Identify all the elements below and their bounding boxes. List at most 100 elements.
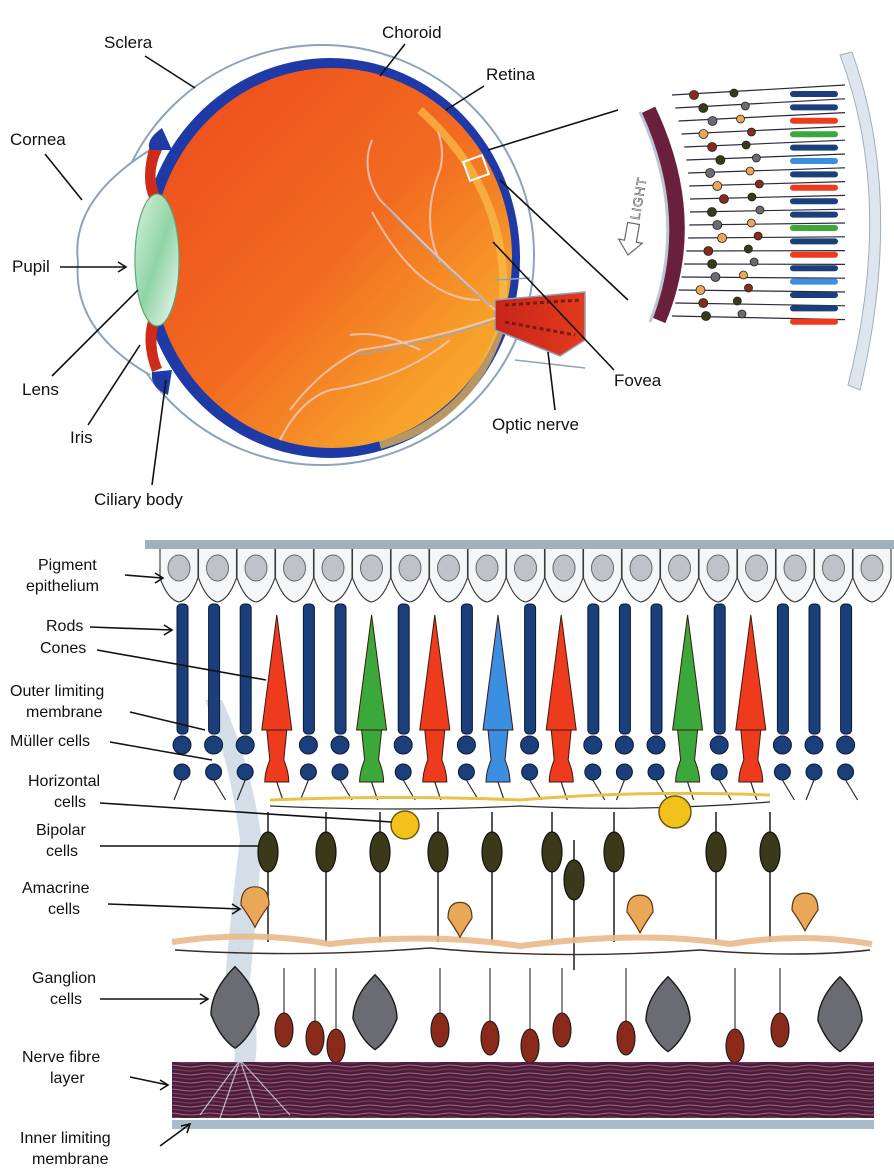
pigment-cell-nucleus [245,555,267,581]
rod-axon [806,780,814,800]
rod-nucleus [236,736,254,754]
inset-cells [672,85,845,325]
cone-axon [751,782,757,800]
inset-cell-body [708,117,717,126]
bipolar-cell [428,832,448,872]
cone-body [549,730,573,782]
label-amacrine-line2: cells [48,901,80,918]
inset-fibre [688,237,845,238]
eye-cross-section [77,45,585,465]
pigment-cell-nucleus [515,555,537,581]
inset-photoreceptor [790,198,838,204]
rod-terminal [648,764,664,780]
rod-axon [656,780,668,800]
rod-axon [214,780,226,800]
inset-cell-body [737,115,745,123]
pigment-cell-nucleus [207,555,229,581]
rod-axon [846,780,858,800]
label-amacrine-cells: Amacrine cells [22,880,94,918]
bipolar-cell [370,832,390,872]
label-olm-line2: membrane [26,704,103,721]
rod-terminal [237,764,253,780]
inset-cell-body [744,245,752,253]
inset-photoreceptor [790,305,838,311]
label-olm-line1: Outer limiting [10,683,104,700]
inset-rim [840,52,881,390]
inset-cell-body [719,195,728,204]
label-cornea: Cornea [10,130,66,149]
pigment-cell-nucleus [630,555,652,581]
inset-cell-body [742,141,750,149]
cone-body [486,730,510,782]
inset-cell-body [738,310,746,318]
leader-muller [110,742,212,760]
bipolar-cell [482,832,502,872]
cone-cell [262,615,292,730]
nerve-fibre-layer [172,1062,874,1118]
pigment-cell-nucleus [669,555,691,581]
zoom-line-upper [488,110,618,150]
rod-nucleus [457,736,475,754]
cone-cell [673,615,703,730]
inset-cell-body [690,91,699,100]
leader-amacrine [108,904,240,909]
rod-cell [651,604,662,734]
rod-nucleus [773,736,791,754]
pigment-cell-nucleus [168,555,190,581]
amacrine-cell [792,893,818,931]
bipolar-cell [258,832,278,872]
pigment-cell-nucleus [823,555,845,581]
inset-cell-body [708,143,717,152]
inset-photoreceptor [790,158,838,164]
rod-axon [593,780,605,800]
label-sclera: Sclera [104,33,153,52]
label-ganglion-line1: Ganglion [32,970,96,987]
small-ganglion-cell [553,1013,571,1047]
inner-limiting-membrane-bar [172,1120,874,1129]
rod-cell [177,604,188,734]
inset-cell-body [707,208,716,217]
label-optic-nerve: Optic nerve [492,415,579,434]
rod-terminal [774,764,790,780]
cone-cell [736,615,766,730]
label-ganglion-cells: Ganglion cells [32,970,101,1008]
ganglion-cell-layer [211,967,862,1063]
inner-plexiform-band [172,936,872,946]
label-cones: Cones [40,640,86,657]
pigment-cell-nucleus [361,555,383,581]
inset-cell-body [739,271,747,279]
rod-nucleus [584,736,602,754]
pigment-cell-nucleus [399,555,421,581]
cone-body [739,730,763,782]
small-ganglion-cell [481,1021,499,1055]
ganglion-cell [646,977,690,1052]
label-ilm-line1: Inner limiting [20,1130,111,1147]
label-pigment-epithelium-line1: Pigment [38,557,97,574]
inset-photoreceptor [790,279,838,285]
pigment-cell-nucleus [438,555,460,581]
label-retina: Retina [486,65,536,84]
rod-terminal [522,764,538,780]
label-ciliary-body: Ciliary body [94,490,183,509]
cone-cell [483,615,513,730]
bipolar-cell [604,832,624,872]
pigment-cell-nucleus [284,555,306,581]
label-amacrine-line1: Amacrine [22,880,90,897]
inset-photoreceptor [790,225,838,231]
label-pupil: Pupil [12,257,50,276]
rod-axon [174,780,182,800]
light-arrow: LIGHT [616,175,653,257]
rod-cell [398,604,409,734]
label-iris: Iris [70,428,93,447]
label-bipolar-line1: Bipolar [36,822,86,839]
cone-body [265,730,289,782]
inset-cell-body [750,258,758,266]
rod-cell [809,604,820,734]
rod-terminal [458,764,474,780]
rod-terminal [206,764,222,780]
inset-cell-body [733,297,741,305]
inset-cell-body [730,89,738,97]
rod-nucleus [521,736,539,754]
leader-optic-nerve [548,352,555,410]
bipolar-cell [542,832,562,872]
